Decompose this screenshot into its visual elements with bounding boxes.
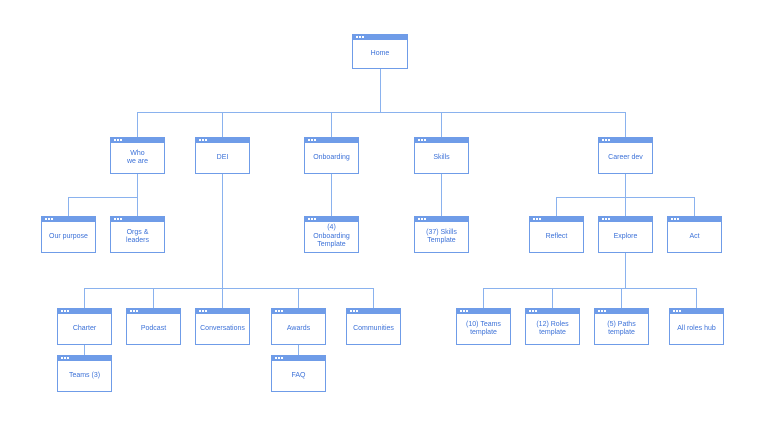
node-label: Conversations	[200, 324, 245, 332]
node-label: (12) Roles template	[536, 320, 569, 337]
node-onboarding[interactable]: Onboarding	[304, 137, 359, 174]
node-awards[interactable]: Awards	[271, 308, 326, 345]
node-orgs-leaders[interactable]: Orgs & leaders	[110, 216, 165, 253]
three-dots-icon	[356, 36, 366, 39]
window-titlebar	[530, 217, 583, 222]
window-titlebar	[670, 309, 723, 314]
node-label: Podcast	[140, 324, 167, 332]
node-label: Orgs & leaders	[126, 228, 149, 245]
three-dots-icon	[598, 310, 608, 313]
node-charter[interactable]: Charter	[57, 308, 112, 345]
window-titlebar	[457, 309, 510, 314]
three-dots-icon	[418, 139, 428, 142]
node-our-purpose[interactable]: Our purpose	[41, 216, 96, 253]
three-dots-icon	[308, 139, 318, 142]
node-label: Reflect	[545, 232, 568, 240]
three-dots-icon	[350, 310, 360, 313]
window-titlebar	[668, 217, 721, 222]
window-titlebar	[111, 217, 164, 222]
three-dots-icon	[275, 357, 285, 360]
node-teams[interactable]: Teams (3)	[57, 355, 112, 392]
window-titlebar	[595, 309, 648, 314]
three-dots-icon	[602, 218, 612, 221]
node-label: Our purpose	[49, 232, 88, 240]
three-dots-icon	[130, 310, 140, 313]
three-dots-icon	[61, 310, 71, 313]
window-titlebar	[347, 309, 400, 314]
node-reflect[interactable]: Reflect	[529, 216, 584, 253]
three-dots-icon	[418, 218, 428, 221]
window-titlebar	[415, 217, 468, 222]
three-dots-icon	[61, 357, 71, 360]
three-dots-icon	[45, 218, 55, 221]
node-label: (37) Skills Template	[426, 228, 457, 245]
three-dots-icon	[673, 310, 683, 313]
node-communities[interactable]: Communities	[346, 308, 401, 345]
three-dots-icon	[199, 139, 209, 142]
node-label: FAQ	[291, 371, 306, 379]
window-titlebar	[415, 138, 468, 143]
three-dots-icon	[275, 310, 285, 313]
window-titlebar	[305, 138, 358, 143]
node-act[interactable]: Act	[667, 216, 722, 253]
window-titlebar	[58, 309, 111, 314]
node-label: (4) Onboarding Template	[313, 224, 350, 249]
window-titlebar	[272, 309, 325, 314]
node-label: Home	[370, 49, 390, 57]
window-titlebar	[353, 35, 407, 40]
window-titlebar	[127, 309, 180, 314]
node-label: Career dev	[608, 153, 643, 161]
node-label: Teams (3)	[68, 371, 101, 379]
three-dots-icon	[460, 310, 470, 313]
node-skills[interactable]: Skills	[414, 137, 469, 174]
three-dots-icon	[671, 218, 681, 221]
node-label: Act	[689, 232, 700, 240]
window-titlebar	[599, 217, 652, 222]
three-dots-icon	[114, 218, 124, 221]
node-explore[interactable]: Explore	[598, 216, 653, 253]
node-label: Communities	[353, 324, 394, 332]
node-label: (5) Paths template	[607, 320, 636, 337]
node-teams-template[interactable]: (10) Teams template	[456, 308, 511, 345]
window-titlebar	[111, 138, 164, 143]
window-titlebar	[58, 356, 111, 361]
three-dots-icon	[533, 218, 543, 221]
node-paths-template[interactable]: (5) Paths template	[594, 308, 649, 345]
node-label: Onboarding	[313, 153, 350, 161]
node-label: (10) Teams template	[466, 320, 501, 337]
node-label: Awards	[286, 324, 311, 332]
node-label: Who we are	[126, 149, 148, 166]
window-titlebar	[196, 138, 249, 143]
window-titlebar	[526, 309, 579, 314]
three-dots-icon	[602, 139, 612, 142]
window-titlebar	[272, 356, 325, 361]
node-faq[interactable]: FAQ	[271, 355, 326, 392]
three-dots-icon	[308, 218, 318, 221]
node-label: Charter	[72, 324, 97, 332]
node-podcast[interactable]: Podcast	[126, 308, 181, 345]
window-titlebar	[305, 217, 358, 222]
node-label: DEI	[216, 153, 229, 161]
window-titlebar	[42, 217, 95, 222]
node-label: All roles hub	[677, 324, 716, 332]
node-who-we-are[interactable]: Who we are	[110, 137, 165, 174]
node-roles-template[interactable]: (12) Roles template	[525, 308, 580, 345]
node-dei[interactable]: DEI	[195, 137, 250, 174]
node-skills-template[interactable]: (37) Skills Template	[414, 216, 469, 253]
three-dots-icon	[529, 310, 539, 313]
node-onboarding-template[interactable]: (4) Onboarding Template	[304, 216, 359, 253]
three-dots-icon	[199, 310, 209, 313]
node-label: Skills	[433, 153, 450, 161]
node-conversations[interactable]: Conversations	[195, 308, 250, 345]
node-label: Explore	[613, 232, 638, 240]
three-dots-icon	[114, 139, 124, 142]
node-home[interactable]: Home	[352, 34, 408, 69]
node-all-roles-hub[interactable]: All roles hub	[669, 308, 724, 345]
node-career-dev[interactable]: Career dev	[598, 137, 653, 174]
window-titlebar	[599, 138, 652, 143]
window-titlebar	[196, 309, 249, 314]
